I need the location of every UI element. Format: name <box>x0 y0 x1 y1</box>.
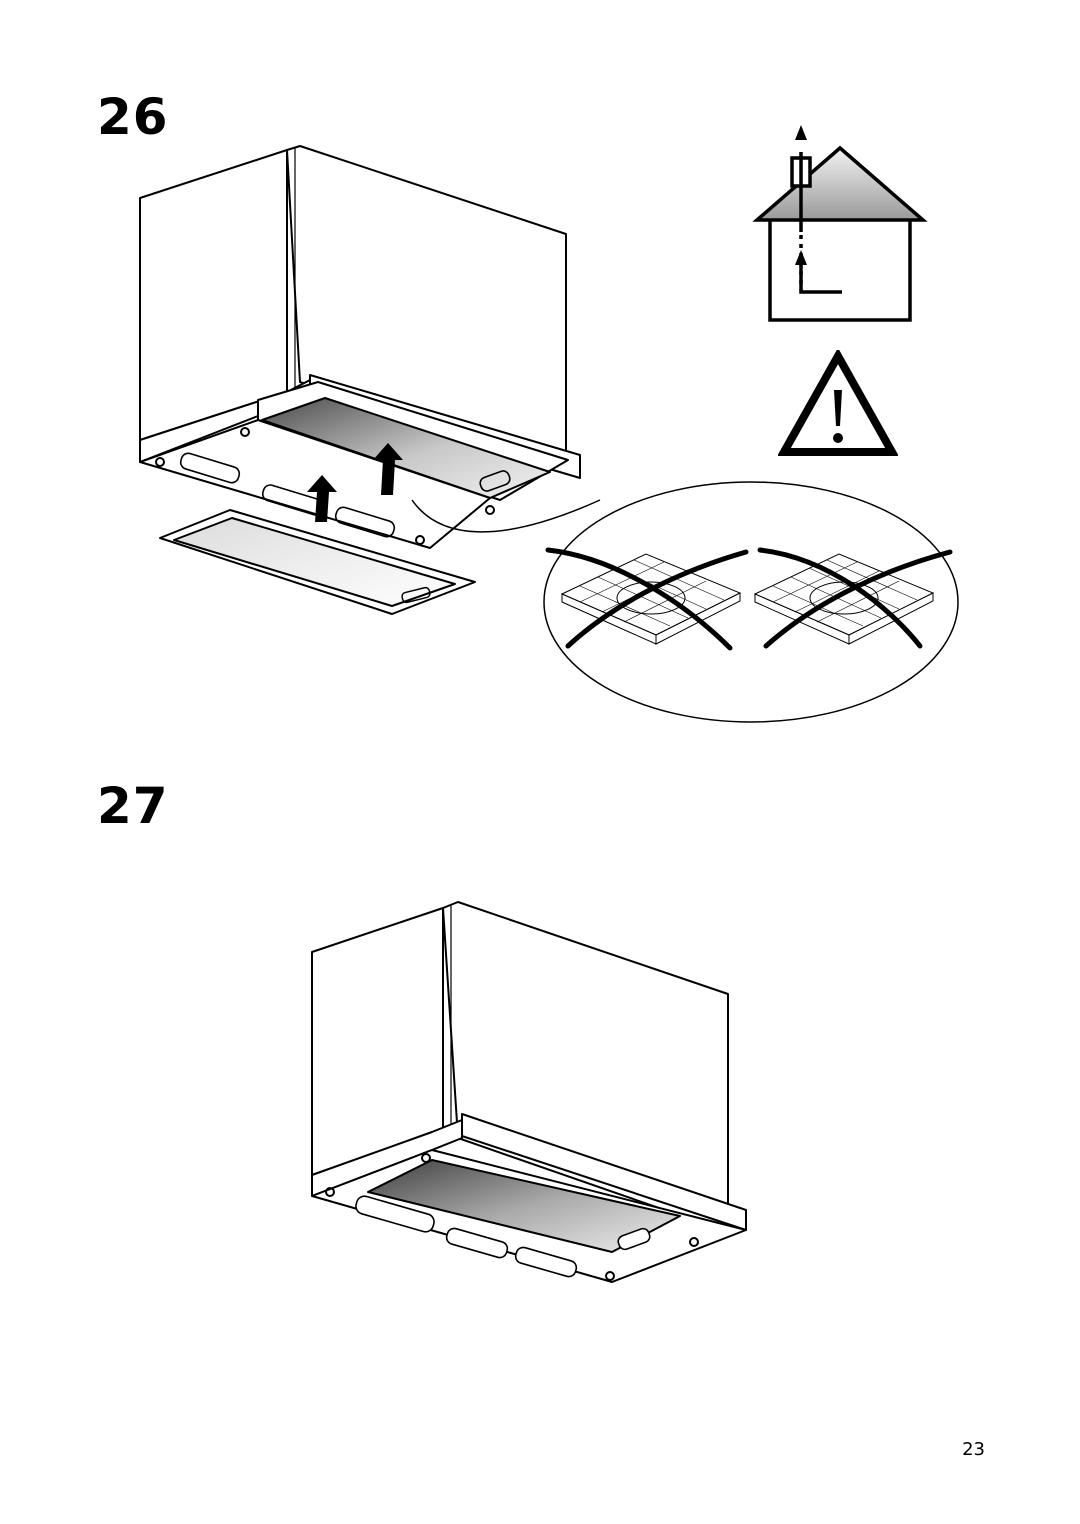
step-27-cabinet-illustration <box>311 901 747 1283</box>
page-number: 23 <box>962 1439 985 1460</box>
step-number-27: 27 <box>97 777 169 835</box>
step-number-26: 26 <box>97 88 169 146</box>
step-26-cabinet-illustration <box>139 145 601 615</box>
warning-triangle-icon <box>778 350 898 456</box>
house-exhaust-duct-icon <box>752 125 928 322</box>
crossed-out-grease-filter-icon <box>543 481 959 723</box>
